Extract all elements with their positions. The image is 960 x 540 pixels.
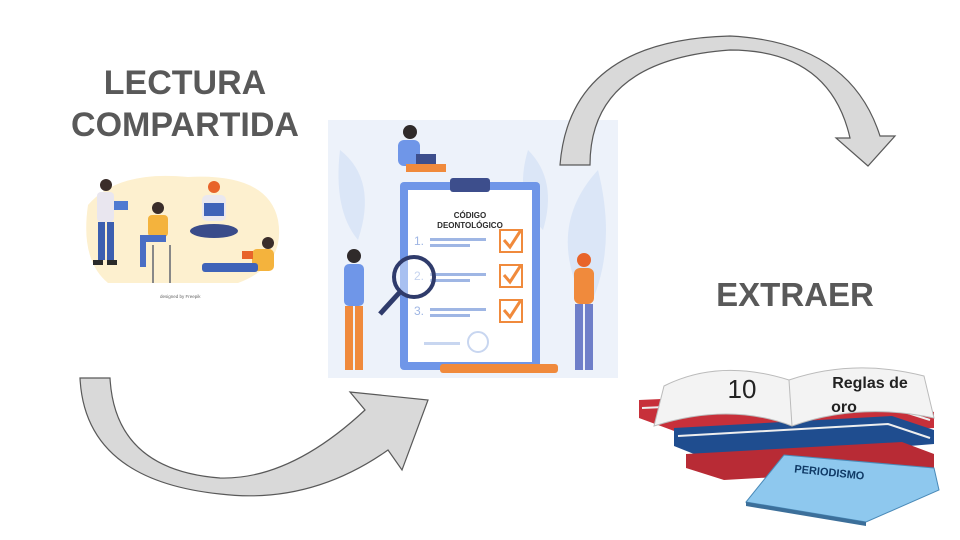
laptop-icon xyxy=(416,154,436,166)
checklist-item-number: 1. xyxy=(414,234,424,248)
extraer-heading: EXTRAER xyxy=(716,276,874,313)
lectura-compartida-heading: LECTURA COMPARTIDA xyxy=(40,62,330,146)
freepik-credit: designed by Freepik xyxy=(160,294,201,299)
shared-reading-illustration: designed by Freepik xyxy=(86,175,280,299)
inspector-figure xyxy=(344,249,364,370)
checklist: 1. 2. 3. xyxy=(414,229,523,353)
heading-line-2: COMPARTIDA xyxy=(71,106,299,144)
standing-reader-figure xyxy=(93,179,128,265)
seated-reader-figure xyxy=(190,181,238,238)
pencil-icon xyxy=(440,364,558,373)
rule-book-illustration: 10 Reglas de oro PERIODISMO xyxy=(639,367,940,526)
laptop-user-figure xyxy=(398,125,446,172)
stool-reader-figure xyxy=(140,202,171,283)
reclining-reader-figure xyxy=(202,237,274,272)
checklist-item-number: 3. xyxy=(414,304,424,318)
book-text-line-2: oro xyxy=(831,399,857,416)
curved-arrow-to-extraer xyxy=(559,35,897,167)
checklist-item-number: 2. xyxy=(414,269,424,283)
heading-line-1: LECTURA xyxy=(103,64,267,102)
document-title-line-2: DEONTOLÓGICO xyxy=(437,221,503,230)
curved-arrow-to-clipboard xyxy=(79,377,429,497)
document-title-line-1: CÓDIGO xyxy=(454,211,486,220)
book-number: 10 xyxy=(728,374,757,404)
book-text-line-1: Reglas de xyxy=(832,375,908,392)
presenter-figure xyxy=(574,253,594,370)
magnifier-icon xyxy=(378,255,436,316)
